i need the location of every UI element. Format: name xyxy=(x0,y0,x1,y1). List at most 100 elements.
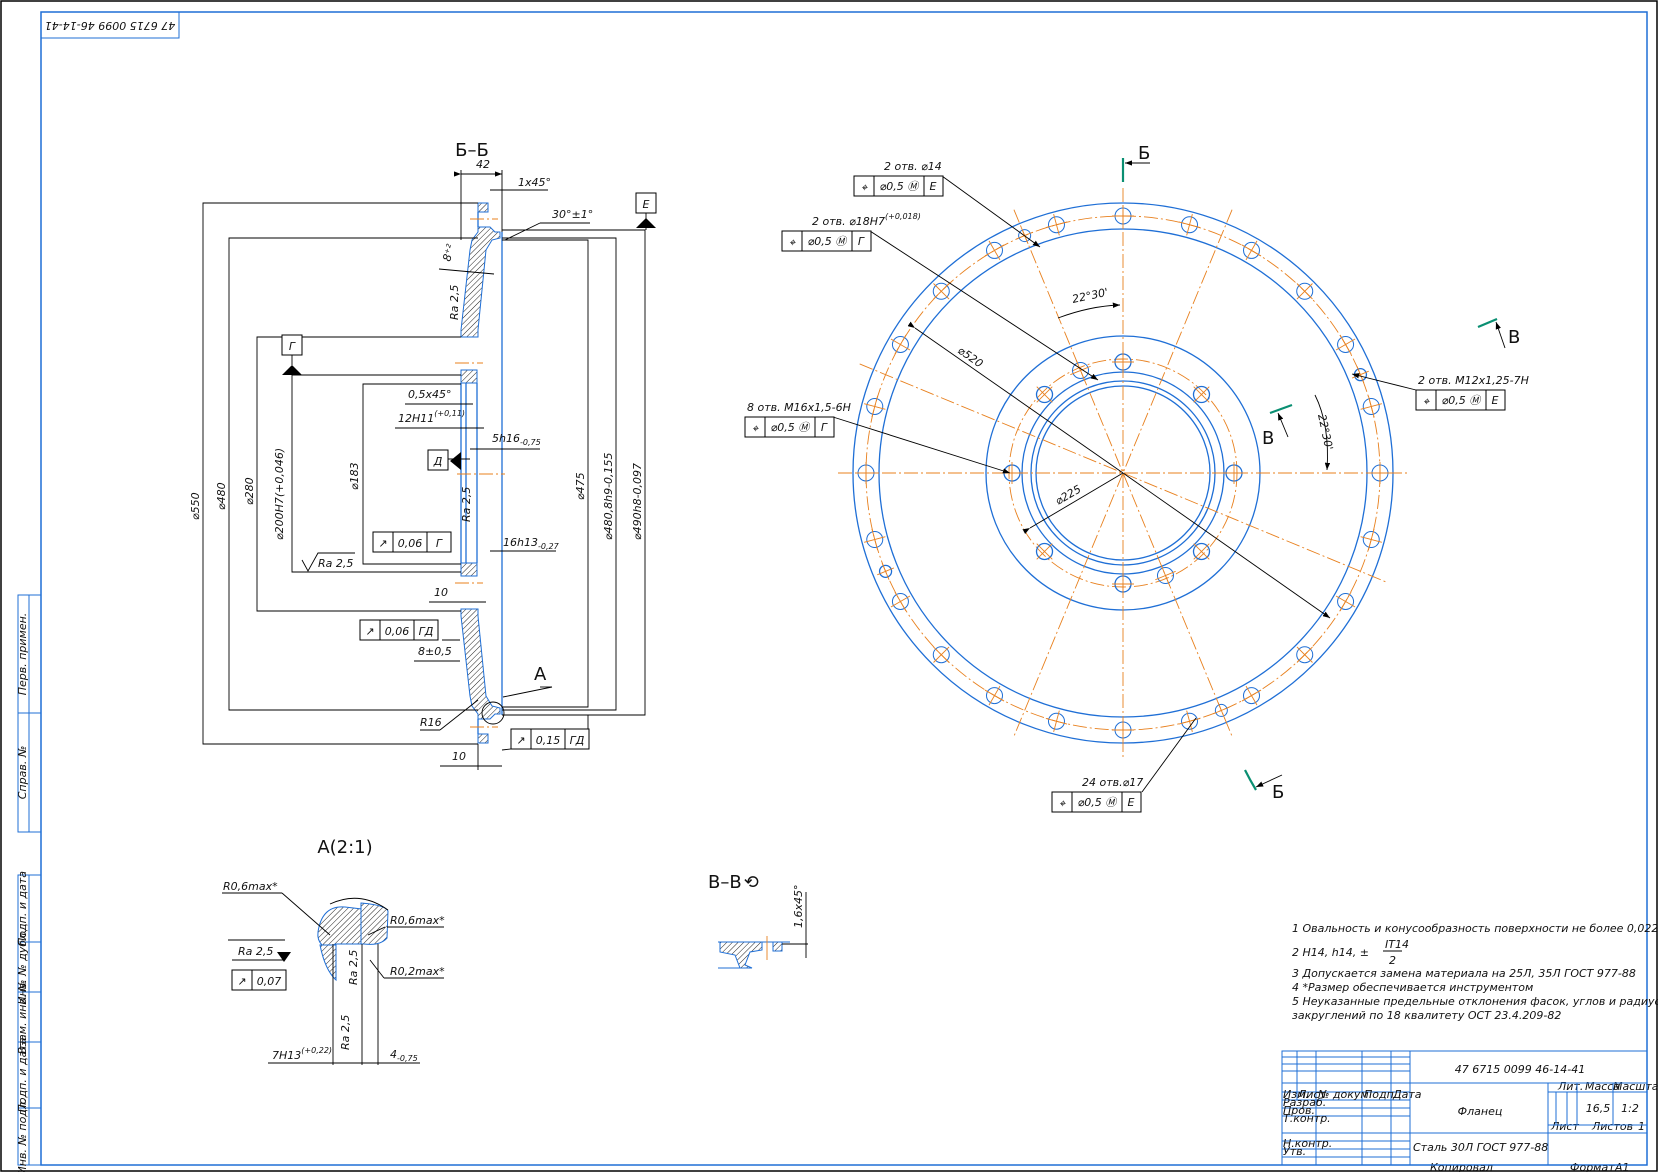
diameter-225: ⌀225 xyxy=(1053,483,1083,508)
hole-center-mark xyxy=(984,244,1005,257)
section-hatch xyxy=(460,369,478,384)
note-1: 1 Овальность и конусообразность поверхно… xyxy=(1292,922,1658,935)
callout-label: 24 отв.⌀17 xyxy=(1082,776,1143,789)
note-2-numerator: IT14 xyxy=(1385,938,1409,951)
hole-center-mark xyxy=(1339,591,1352,612)
callout-tolerance: ⌀0,5 Ⓜ xyxy=(808,235,849,248)
frame-cell xyxy=(413,619,439,641)
bolt-hole-17 xyxy=(1362,531,1380,549)
sheets-value: 1 xyxy=(1638,1120,1645,1133)
note-2-denominator: 2 xyxy=(1389,954,1396,967)
view-vv-chamfer: 1,6x45° xyxy=(792,884,805,928)
diameter-label: ⌀280 xyxy=(243,477,256,505)
sheets-label: Листов xyxy=(1591,1120,1633,1133)
role-label: Пров. xyxy=(1283,1104,1315,1117)
detail-radius-3: R0,2max* xyxy=(390,965,445,978)
callout-label-text: 8 отв. M16x1,5-6H xyxy=(747,401,851,414)
column-header: Дата xyxy=(1392,1088,1422,1101)
detail-a-circle xyxy=(481,701,505,725)
datum-e: Е xyxy=(635,192,657,214)
callout-datum: Е xyxy=(930,180,937,193)
datum-g: Г xyxy=(281,334,303,356)
bolt-hole-17 xyxy=(891,593,909,610)
strip-label: Перв. примен. xyxy=(16,613,29,696)
hole-center-mark xyxy=(1367,528,1375,551)
copied-label: Копировал xyxy=(1430,1161,1493,1172)
svg-text:Г: Г xyxy=(289,340,296,353)
hole-14 xyxy=(1018,229,1032,243)
hole-center-mark xyxy=(1339,334,1352,355)
hole-center-mark xyxy=(1036,386,1053,403)
diameter-label: ⌀183 xyxy=(348,462,361,490)
bolt-hole-17 xyxy=(1243,687,1260,705)
section-hatch xyxy=(477,202,489,213)
detail-a: A(2:1) R0,6max* R0,6max* R0,2max* Ra 2,5… xyxy=(222,837,445,1065)
callout-datum: Г xyxy=(858,235,865,248)
runout-symbol: ↗ xyxy=(365,625,374,638)
format-label: Формат xyxy=(1570,1161,1615,1172)
threaded-hole-m16 xyxy=(1035,385,1054,404)
section-title: Б–Б xyxy=(455,140,489,161)
bolt-hole-17 xyxy=(1362,397,1380,415)
strip-label: Подп. и дата xyxy=(16,1037,29,1112)
note-4: 4 *Размер обеспечивается инструментом xyxy=(1292,981,1533,994)
role-label: Н.контр. xyxy=(1283,1137,1332,1150)
threaded-hole-m16 xyxy=(1192,542,1211,561)
bolt-hole-17 xyxy=(891,336,909,353)
section-hatch xyxy=(460,562,478,577)
dim-angle: 30°±1° xyxy=(552,208,593,221)
threaded-hole-m12 xyxy=(878,564,893,578)
section-b-label-bottom: Б xyxy=(1272,782,1284,803)
view-v-v: В–В⟲ 1,6x45° xyxy=(708,872,808,969)
detail-dim-4: 4-0,75 xyxy=(390,1048,418,1063)
hole-18h7 xyxy=(1072,361,1090,379)
strip-label: Инв. № дубл. xyxy=(16,929,29,1004)
hole-center-mark xyxy=(894,591,907,612)
runout-datum: ГД xyxy=(419,625,434,638)
bolt-hole-17 xyxy=(932,646,950,664)
frame-cell xyxy=(426,531,452,553)
designation: 47 6715 0099 46-14-41 xyxy=(1455,1063,1585,1076)
dim-chamfer: 1x45° xyxy=(518,176,551,189)
strip-label: Подп. и дата xyxy=(16,871,29,946)
hole-center-mark xyxy=(933,646,950,663)
hole-center-mark xyxy=(1155,570,1176,581)
center-line-diagonal xyxy=(1013,209,1233,737)
runout-datum: ГД xyxy=(570,734,585,747)
frame-cell xyxy=(814,416,835,438)
dim-chamfer-small: 0,5x45° xyxy=(408,388,452,401)
position-icon: ⌖ xyxy=(1423,395,1430,408)
role-label: Разраб. xyxy=(1283,1096,1326,1109)
view-vv-title: В–В⟲ xyxy=(708,872,759,893)
format-value: A1 xyxy=(1614,1161,1630,1172)
plan-view xyxy=(838,188,1408,758)
callout-label-text: 2 отв. ⌀14 xyxy=(884,160,942,173)
hole-center-mark xyxy=(1241,689,1262,702)
section-marker-v-center xyxy=(1269,403,1293,415)
callout-tolerance: ⌀0,5 Ⓜ xyxy=(771,421,812,434)
hole-14 xyxy=(1214,703,1228,717)
svg-text:Е: Е xyxy=(643,198,650,211)
scale-label: Масштаб xyxy=(1613,1080,1658,1093)
bolt-hole-17 xyxy=(1337,593,1355,610)
runout-value: 0,06 xyxy=(398,537,423,550)
frame-cell xyxy=(1485,389,1506,411)
svg-text:↗: ↗ xyxy=(237,975,246,988)
center-line-diagonal xyxy=(859,363,1387,583)
frame-cell xyxy=(851,230,872,252)
runout-value: 0,06 xyxy=(385,625,410,638)
roughness-mid: Ra 2,5 xyxy=(460,487,473,522)
diameter-label: ⌀490h8-0,097 xyxy=(631,463,644,540)
runout-symbol: ↗ xyxy=(516,734,525,747)
angle-label-top: 22°30' xyxy=(1071,286,1109,306)
rotated-designation-stamp: 47 6715 0099 46-14-41 xyxy=(40,11,180,39)
center-line-diagonal xyxy=(1013,209,1233,737)
column-header: Изм. xyxy=(1283,1088,1309,1101)
callout-label-text: 2 отв. M12x1,25-7H xyxy=(1418,374,1529,387)
